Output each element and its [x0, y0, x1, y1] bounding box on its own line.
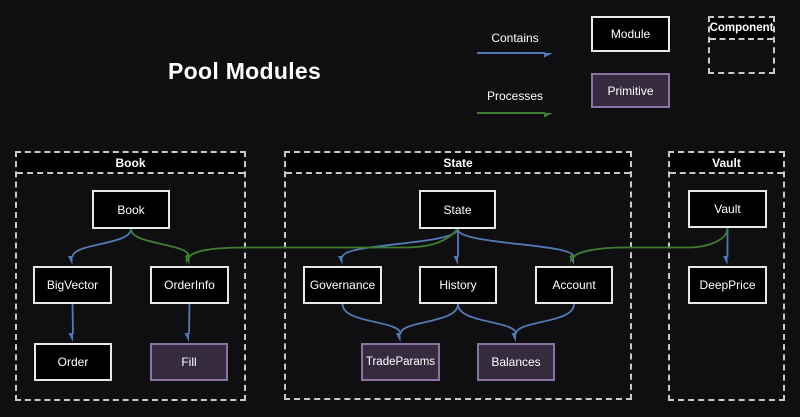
- node-history-label: History: [439, 278, 477, 292]
- node-balances: Balances: [477, 343, 555, 381]
- container-book: Book: [15, 151, 246, 401]
- container-state-title: State: [286, 153, 630, 174]
- legend-primitive-swatch: Primitive: [591, 73, 670, 108]
- node-account: Account: [535, 266, 613, 304]
- node-book: Book: [92, 190, 170, 229]
- legend-module-label: Module: [610, 27, 651, 41]
- node-governance-label: Governance: [309, 278, 376, 292]
- container-book-title: Book: [17, 153, 244, 174]
- node-orderinfo: OrderInfo: [150, 266, 229, 304]
- node-vault-label: Vault: [714, 202, 741, 216]
- node-governance: Governance: [303, 266, 382, 304]
- legend-processes-label: Processes: [486, 89, 544, 103]
- node-tradeparams-label: TradeParams: [365, 356, 436, 368]
- node-vault: Vault: [688, 190, 767, 228]
- node-deepprice: DeepPrice: [688, 266, 767, 304]
- legend-component-label: Component: [710, 18, 773, 40]
- node-orderinfo-label: OrderInfo: [164, 278, 215, 292]
- node-history: History: [419, 266, 497, 304]
- legend-contains-label: Contains: [491, 31, 539, 45]
- node-fill: Fill: [150, 343, 228, 381]
- legend-primitive-label: Primitive: [607, 83, 654, 98]
- page-title: Pool Modules: [168, 58, 322, 84]
- legend-component-swatch: Component: [708, 16, 775, 74]
- container-vault-title: Vault: [670, 153, 783, 174]
- node-order-label: Order: [57, 355, 89, 369]
- node-tradeparams: TradeParams: [361, 343, 440, 381]
- node-fill-label: Fill: [181, 355, 197, 369]
- node-deepprice-label: DeepPrice: [699, 278, 756, 292]
- node-bigvector-label: BigVector: [46, 278, 99, 292]
- node-state-label: State: [443, 202, 472, 217]
- node-book-label: Book: [117, 202, 145, 217]
- node-state: State: [419, 190, 496, 229]
- node-balances-label: Balances: [491, 355, 541, 369]
- node-order: Order: [34, 343, 112, 381]
- container-vault: Vault: [668, 151, 785, 401]
- node-account-label: Account: [552, 278, 596, 292]
- container-state: State: [284, 151, 632, 400]
- node-bigvector: BigVector: [33, 266, 112, 304]
- legend-module-swatch: Module: [591, 16, 670, 52]
